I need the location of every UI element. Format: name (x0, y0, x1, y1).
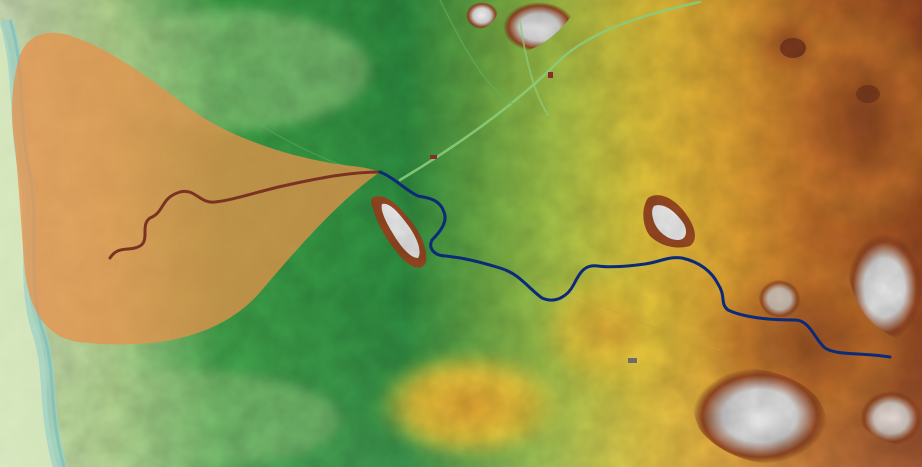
upstream-channel (378, 170, 892, 359)
structures (430, 72, 637, 363)
fan-shaped-zone (12, 32, 380, 345)
downstream-channel (108, 170, 382, 260)
